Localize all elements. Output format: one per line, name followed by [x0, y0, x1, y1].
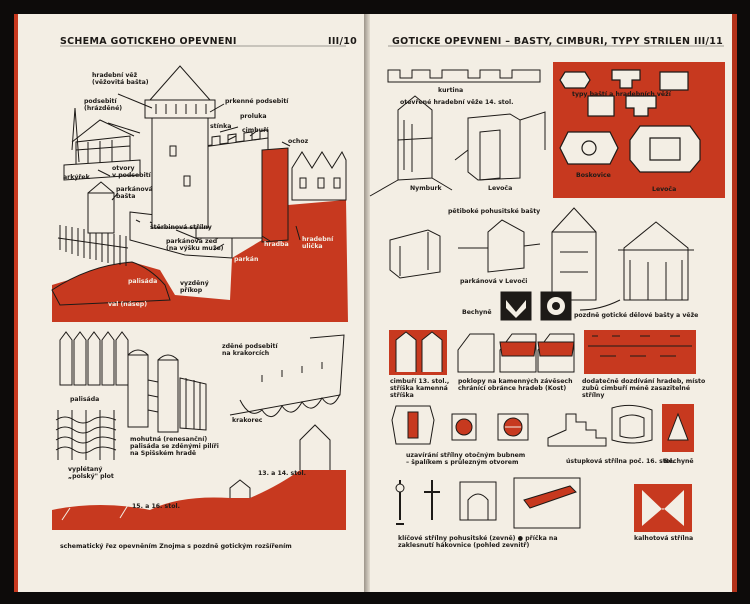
label-val: val (násep) — [108, 301, 148, 308]
label-pozdne-goticke: pozdně gotické dělové bašty a věže — [574, 312, 699, 319]
label-dodatecne: dodatečně dozdívání hradeb, místo zubů c… — [582, 378, 706, 399]
label-vyzdeny-prikop: vyzděný příkop — [180, 280, 209, 294]
corbel-wall — [229, 334, 345, 417]
label-stol-13-14: 13. a 14. stol. — [258, 470, 306, 477]
label-stol-15-16: 15. a 16. stol. — [132, 503, 180, 510]
label-uzaviratelni: uzavírání střílny otočným bubnem – špalí… — [406, 452, 526, 466]
label-typy-basti: typy baští a hradebních věží — [572, 91, 671, 98]
label-mohutna-palisada: mohutná (renesanční) palisáda se zděnými… — [130, 436, 219, 457]
left-page-caption: schematický řez opevněním Znojma s pozdn… — [60, 543, 292, 550]
label-cimburi-13: cimbuří 13. stol., stříška kamenná stříš… — [390, 378, 450, 399]
label-parkan: parkán — [234, 256, 259, 263]
renaissance-palisade — [127, 349, 207, 433]
left-page-number: III/10 — [328, 36, 358, 47]
label-hradba: hradba — [264, 241, 289, 248]
label-vypletany-plot: vyplétaný „polský" plot — [68, 466, 114, 480]
label-podsebiti-hrazdene: podsebití (hrázděné) — [84, 98, 123, 112]
label-prkenne-podsebiti: prkenné podsebití — [225, 98, 289, 105]
left-page-red-edge — [14, 14, 18, 592]
label-arkyrek: arkýřek — [63, 174, 90, 181]
palisade-bottom — [59, 331, 129, 386]
label-otevrene-veze: otevřené hradební věže 14. stol. — [400, 99, 514, 106]
left-page-title: SCHEMA GOTICKEHO OPEVNENI — [60, 36, 237, 47]
label-hradebni-vez: hradební věž (věžovitá bašta) — [92, 72, 149, 86]
label-bechyne-2: Bechyně — [664, 458, 694, 465]
right-page-title: GOTICKE OPEVNENI – BASTY, CIMBURI, TYPY … — [392, 36, 691, 47]
label-levoca-2: Levoča — [652, 186, 677, 193]
label-kalhotova: kalhotová střílna — [634, 535, 694, 542]
label-zdene-podsebiti: zděné podsebití na krakorcích — [222, 343, 278, 357]
label-otvory: otvory v podsebití — [112, 165, 151, 179]
label-parkanova-basta: parkánová bašta — [116, 186, 153, 200]
label-bechyne: Bechyně — [462, 309, 492, 316]
palisade-top — [57, 225, 129, 266]
right-page-red-edge — [732, 14, 737, 592]
label-stinka: stínka — [210, 123, 232, 130]
label-parkanova-zed: parkánová zeď (na výšku muže) — [166, 238, 224, 252]
label-nymburk: Nymburk — [410, 185, 442, 192]
label-poklopy: poklopy na kamenných závěsech chránící o… — [458, 378, 573, 392]
label-palisada: palisáda — [70, 396, 100, 403]
book-spine — [364, 14, 370, 592]
label-krakorec: krakorec — [232, 417, 263, 424]
label-palisada-top: palisáda — [128, 278, 158, 285]
label-hradebni-ulicka: hradební ulička — [302, 236, 334, 250]
label-petiboke: pětiboké pohusitské bašty — [448, 208, 541, 215]
label-parkanova-levoca: parkánová v Levoči — [460, 278, 528, 285]
label-kurtina: kurtina — [438, 87, 464, 94]
label-ochoz: ochoz — [288, 138, 309, 145]
right-page-number: III/11 — [694, 36, 724, 47]
woven-fence — [55, 410, 117, 460]
label-proluka: proluka — [240, 113, 267, 120]
label-klicove: klíčové střílny pohusitské (zevně) ● pří… — [398, 535, 558, 549]
label-ustupkova: ústupková střílna poč. 16. stol. — [566, 458, 675, 465]
label-sterbinova-strilny: štěrbinová střílny — [150, 224, 212, 231]
label-boskovice: Boskovice — [576, 172, 611, 179]
label-cimburi: cimbuří — [242, 127, 269, 134]
label-levoca: Levoča — [488, 185, 513, 192]
